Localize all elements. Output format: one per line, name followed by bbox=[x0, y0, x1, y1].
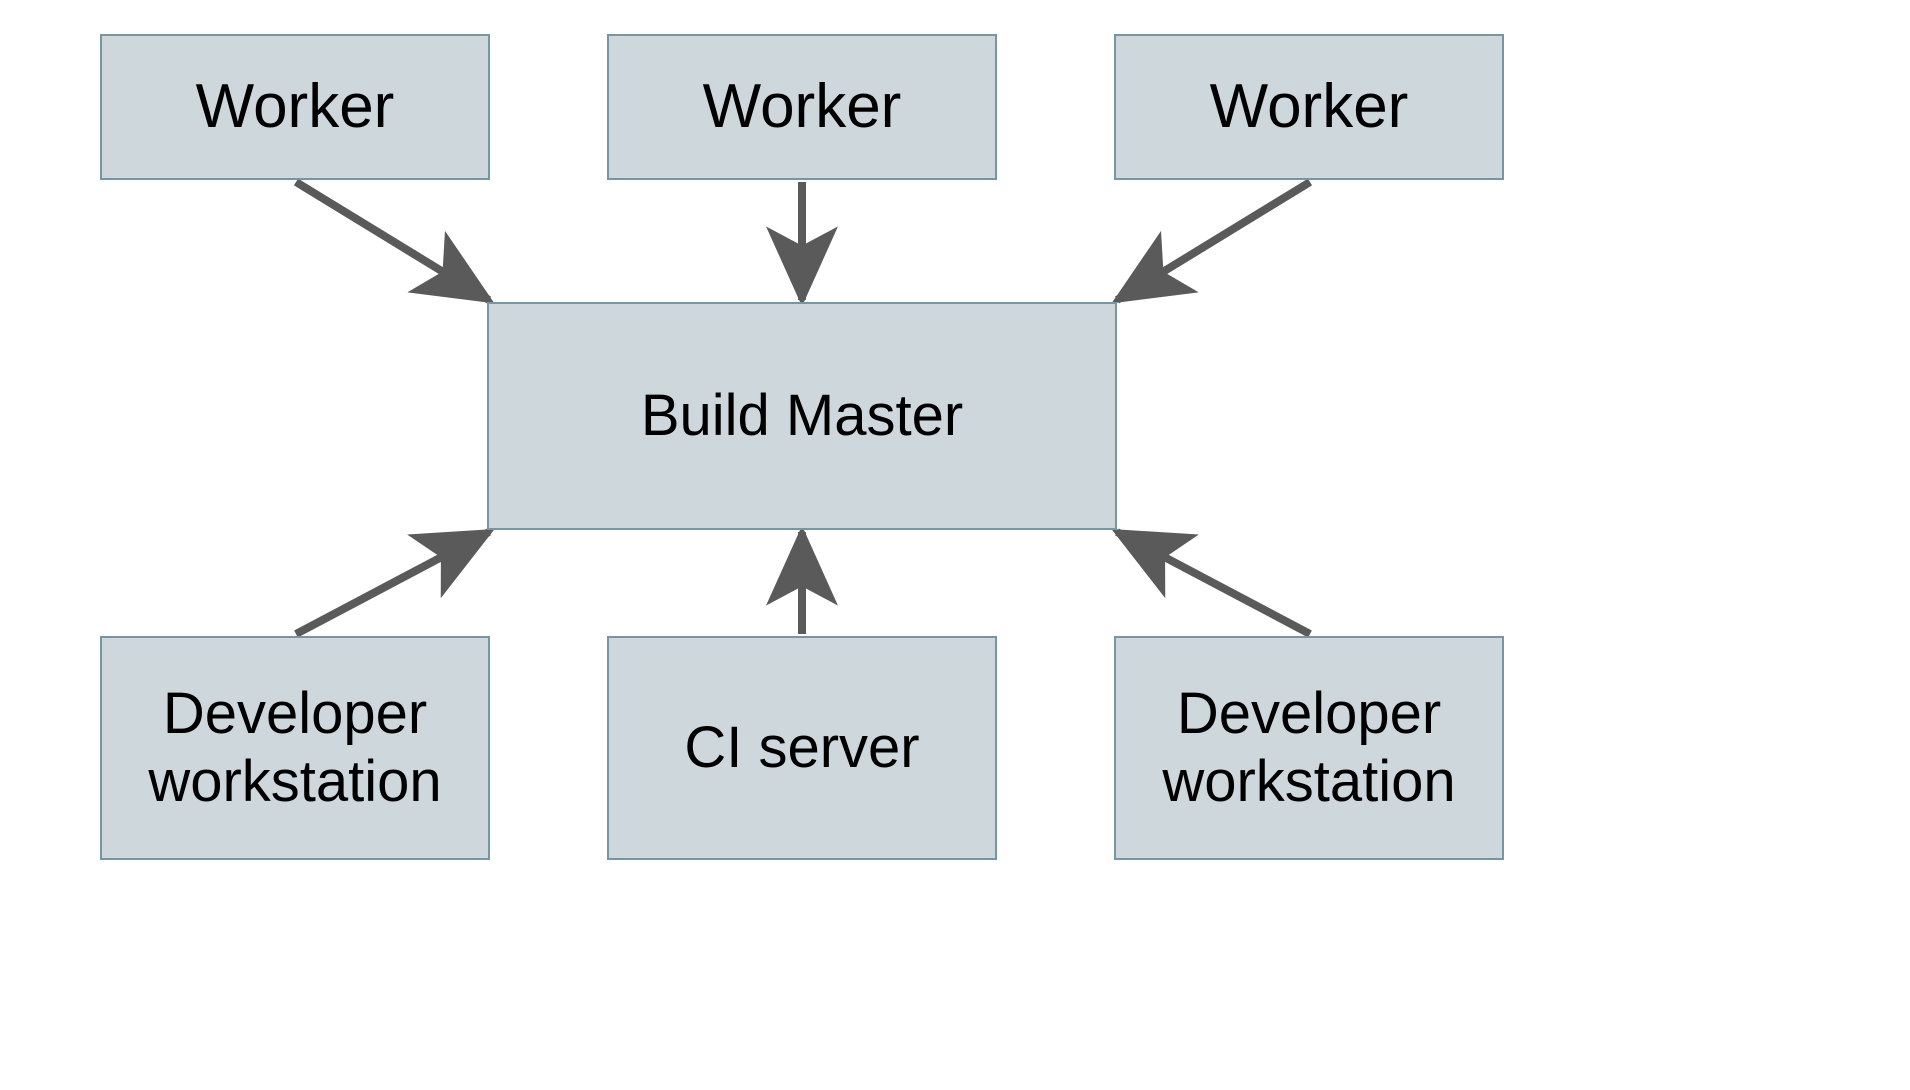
node-developer-workstation-left[interactable]: Developer workstation bbox=[100, 636, 490, 860]
edge-dev-left-to-build-master bbox=[294, 528, 495, 638]
edge-worker-right-to-build-master bbox=[1111, 178, 1313, 304]
node-build-master[interactable]: Build Master bbox=[487, 302, 1117, 530]
node-label: Developer workstation bbox=[1162, 680, 1456, 814]
node-label: CI server bbox=[684, 714, 920, 780]
node-label: Worker bbox=[702, 72, 902, 142]
node-label: Build Master bbox=[640, 382, 964, 448]
edge-dev-right-to-build-master bbox=[1111, 528, 1312, 638]
node-developer-workstation-right[interactable]: Developer workstation bbox=[1114, 636, 1504, 860]
edge-worker-left-to-build-master bbox=[293, 178, 495, 304]
node-worker-left[interactable]: Worker bbox=[100, 34, 490, 180]
node-label: Worker bbox=[1209, 72, 1409, 142]
node-label: Worker bbox=[195, 72, 395, 142]
node-label: Developer workstation bbox=[148, 680, 442, 814]
node-ci-server[interactable]: CI server bbox=[607, 636, 997, 860]
node-worker-right[interactable]: Worker bbox=[1114, 34, 1504, 180]
node-worker-mid[interactable]: Worker bbox=[607, 34, 997, 180]
